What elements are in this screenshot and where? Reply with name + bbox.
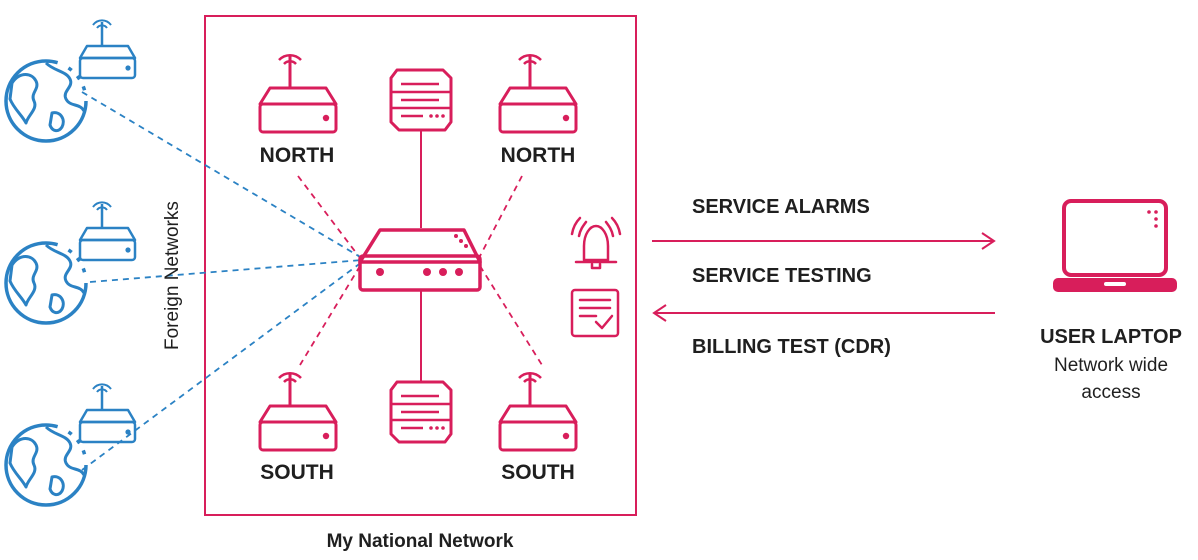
router-icon [78, 19, 137, 80]
server-icon [389, 380, 453, 444]
laptop-title: USER LAPTOP [1040, 326, 1182, 348]
region-label-north: NORTH [500, 144, 576, 167]
laptop-subtitle-line1: Network wide [1053, 355, 1169, 376]
router-icon [258, 364, 338, 452]
region-label-north: NORTH [259, 144, 335, 167]
national-network-frame [204, 15, 637, 516]
server-icon [389, 68, 453, 132]
service-alarms-label: SERVICE ALARMS [692, 196, 870, 218]
foreign-links [81, 91, 363, 471]
service-testing-label: SERVICE TESTING [692, 265, 872, 287]
router-icon [498, 364, 578, 452]
checklist-icon [570, 288, 620, 338]
foreign-network-1 [4, 19, 137, 143]
arrow-to-laptop [652, 232, 996, 250]
globe-icon [4, 59, 88, 143]
globe-icon [4, 423, 88, 507]
laptop-icon [1053, 199, 1177, 292]
region-label-south: SOUTH [260, 461, 334, 484]
regional-links [297, 175, 543, 366]
globe-icon [4, 241, 88, 325]
foreign-network-2 [4, 201, 137, 325]
foreign-network-3 [4, 383, 137, 507]
router-icon [498, 46, 578, 134]
billing-test-label: BILLING TEST (CDR) [692, 336, 891, 358]
alarm-bell-icon [570, 216, 622, 270]
router-icon [258, 46, 338, 134]
foreign-networks-label: Foreign Networks [162, 201, 183, 350]
laptop-subtitle-line2: access [1081, 382, 1141, 403]
router-icon [78, 201, 137, 262]
arrow-from-laptop [652, 304, 995, 322]
region-label-south: SOUTH [501, 461, 575, 484]
national-network-label: My National Network [326, 531, 514, 552]
router-icon [78, 383, 137, 444]
central-router-icon [358, 228, 482, 292]
